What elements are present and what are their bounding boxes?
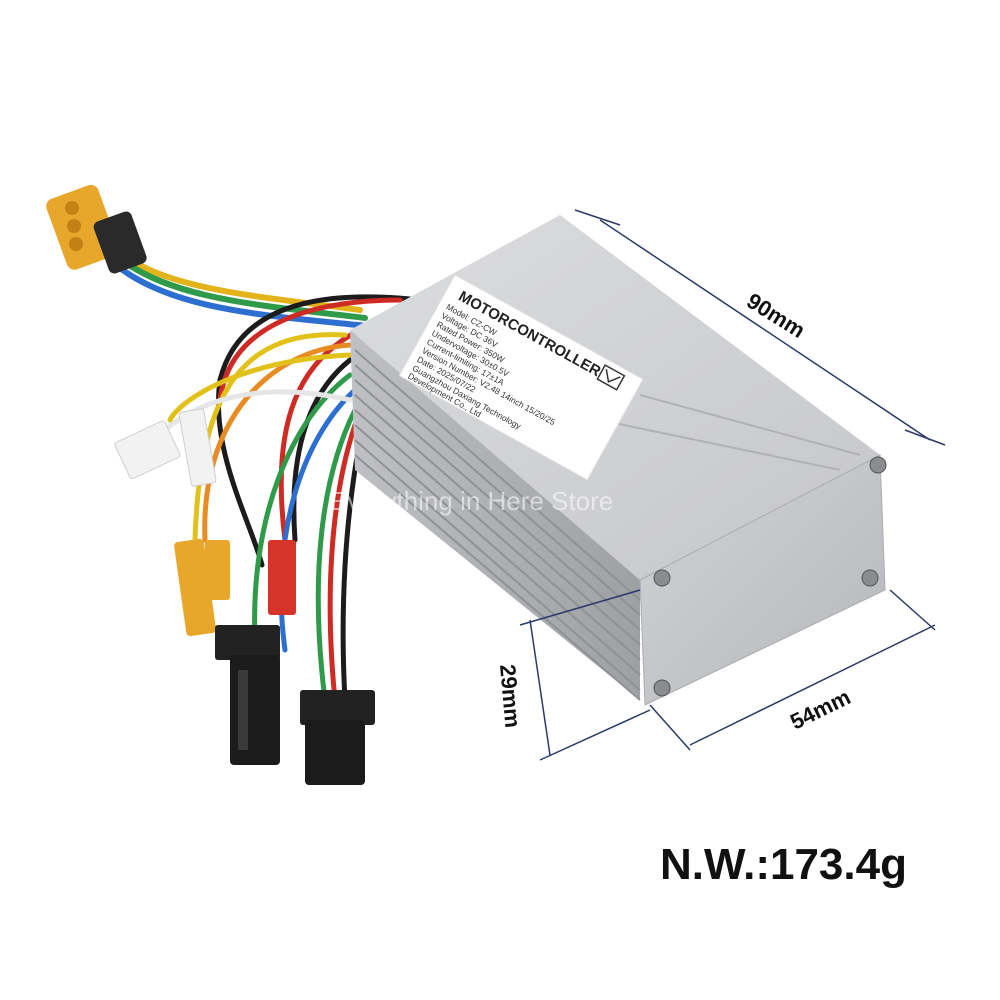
end-screw-bottom-left [653, 679, 671, 697]
wire-white [162, 389, 353, 433]
black-sm-connector-1 [215, 625, 280, 765]
wire-harness [107, 242, 423, 703]
wire-red-1 [217, 297, 403, 403]
white-jst-connector [114, 408, 217, 487]
xt60-connector [46, 184, 147, 274]
wire-yellow-3 [167, 352, 353, 423]
dimension-width: 54mm [786, 684, 854, 734]
red-jst-connector [268, 540, 296, 615]
wire-green-main [112, 252, 368, 321]
end-screw-bottom-right [861, 569, 879, 587]
dimension-lines [519, 209, 946, 761]
wire-orange [202, 342, 353, 543]
wire-black-1 [215, 294, 423, 568]
brand-logo-icon [596, 364, 626, 391]
wire-blue-main [109, 259, 371, 329]
wire-red-2 [278, 327, 363, 543]
end-screw-top-right [869, 456, 887, 474]
heatsink-fins [354, 349, 641, 701]
store-watermark: Everything in Here Store [330, 486, 613, 516]
dimension-height: 29mm [495, 663, 525, 729]
end-screw-top-left [653, 569, 671, 587]
yellow-bullet-connector [174, 538, 230, 637]
black-sm-connector-2 [300, 690, 375, 785]
wire-red-3 [327, 422, 358, 703]
net-weight: N.W.:173.4g [660, 840, 907, 889]
wire-green-3 [315, 407, 358, 703]
controller-housing [350, 215, 887, 706]
wire-black-3 [340, 437, 363, 703]
wire-black-2 [291, 357, 353, 543]
dimension-length: 90mm [742, 288, 809, 343]
